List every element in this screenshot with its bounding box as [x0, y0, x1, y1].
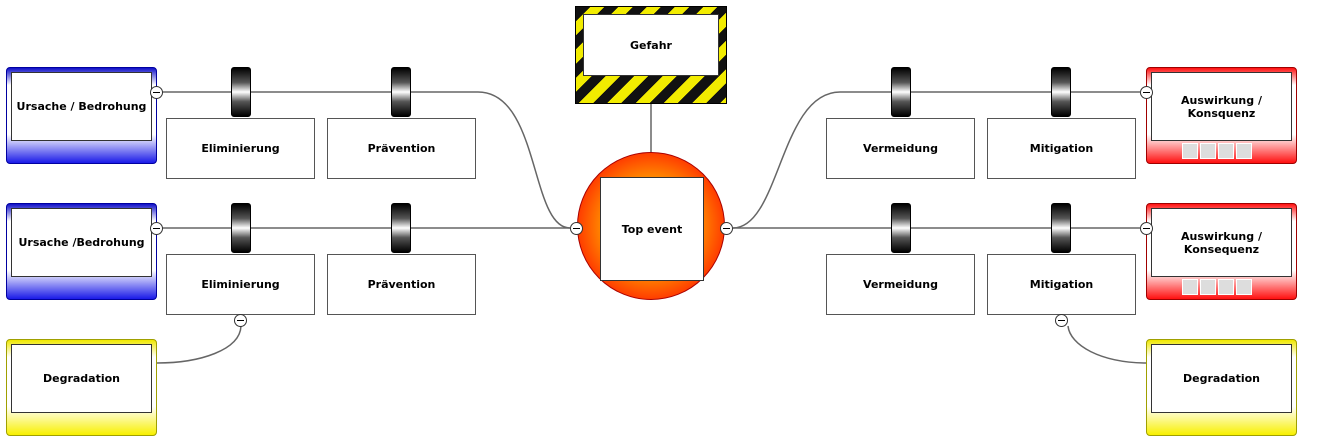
collapse-left-icon[interactable]	[570, 222, 583, 235]
barrier-mitigation[interactable]: Mitigation	[987, 118, 1136, 179]
degradation-label: Degradation	[11, 344, 152, 413]
connector	[732, 91, 1140, 229]
barrier-handle-icon[interactable]	[1051, 203, 1071, 253]
collapse-icon[interactable]	[234, 314, 247, 327]
collapse-icon[interactable]	[150, 86, 163, 99]
collapse-icon[interactable]	[1140, 222, 1153, 235]
consequence-node[interactable]: Auswirkung / Konsequenz	[1146, 203, 1297, 300]
risk-score-cells	[1182, 143, 1252, 159]
consequence-label: Auswirkung / Konsquenz	[1151, 72, 1292, 141]
degradation-node[interactable]: Degradation	[1146, 339, 1297, 436]
connector	[1067, 325, 1149, 364]
threat-node[interactable]: Ursache / Bedrohung	[6, 67, 157, 164]
barrier-handle-icon[interactable]	[391, 203, 411, 253]
top-event-label: Top event	[600, 177, 704, 281]
barrier-handle-icon[interactable]	[231, 67, 251, 117]
barrier-praevention[interactable]: Prävention	[327, 254, 476, 315]
degradation-label: Degradation	[1151, 344, 1292, 413]
threat-label: Ursache /Bedrohung	[11, 208, 152, 277]
collapse-icon[interactable]	[150, 222, 163, 235]
barrier-handle-icon[interactable]	[891, 67, 911, 117]
hazard-label: Gefahr	[583, 14, 719, 76]
consequence-label: Auswirkung / Konsequenz	[1151, 208, 1292, 277]
collapse-icon[interactable]	[1140, 86, 1153, 99]
barrier-vermeidung[interactable]: Vermeidung	[826, 254, 975, 315]
degradation-node[interactable]: Degradation	[6, 339, 157, 436]
risk-score-cells	[1182, 279, 1252, 295]
consequence-node[interactable]: Auswirkung / Konsquenz	[1146, 67, 1297, 164]
barrier-handle-icon[interactable]	[231, 203, 251, 253]
barrier-eliminierung[interactable]: Eliminierung	[166, 118, 315, 179]
threat-label: Ursache / Bedrohung	[11, 72, 152, 141]
collapse-right-icon[interactable]	[720, 222, 733, 235]
barrier-handle-icon[interactable]	[891, 203, 911, 253]
collapse-icon[interactable]	[1055, 314, 1068, 327]
barrier-vermeidung[interactable]: Vermeidung	[826, 118, 975, 179]
barrier-mitigation[interactable]: Mitigation	[987, 254, 1136, 315]
connector	[156, 325, 242, 364]
hazard-node[interactable]: Gefahr	[575, 6, 727, 104]
threat-node[interactable]: Ursache /Bedrohung	[6, 203, 157, 300]
barrier-praevention[interactable]: Prävention	[327, 118, 476, 179]
barrier-eliminierung[interactable]: Eliminierung	[166, 254, 315, 315]
connector	[162, 91, 571, 229]
barrier-handle-icon[interactable]	[1051, 67, 1071, 117]
barrier-handle-icon[interactable]	[391, 67, 411, 117]
top-event-node[interactable]: Top event	[577, 152, 725, 300]
